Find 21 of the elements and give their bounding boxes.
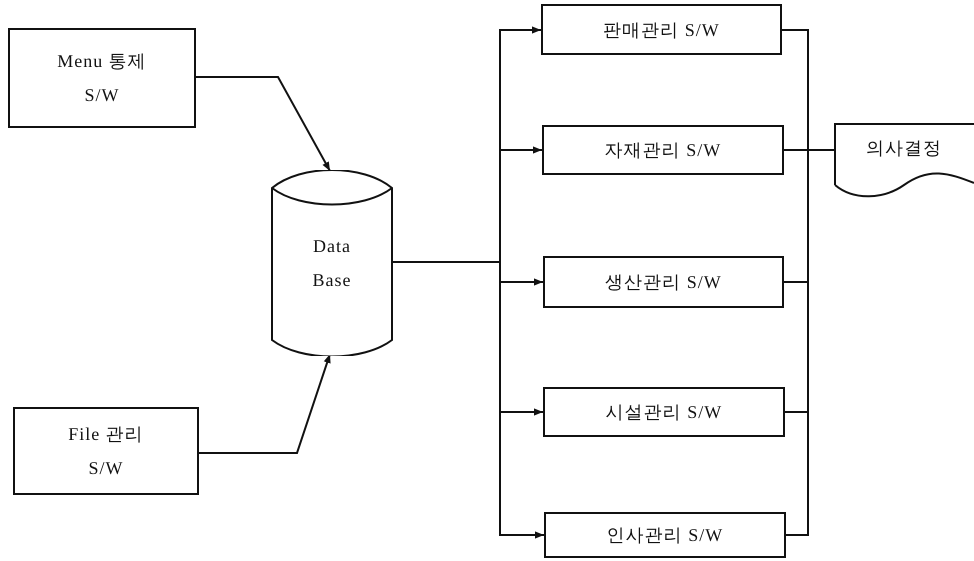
- box-label: Menu 통제 S/W: [56, 50, 148, 107]
- process-box: [543, 256, 784, 308]
- arrow: [196, 76, 331, 172]
- box-label: 시설관리 S/W: [604, 401, 724, 424]
- process-box: [13, 407, 199, 495]
- arrow: [199, 354, 331, 454]
- box-label: 생산관리 S/W: [604, 271, 723, 294]
- process-box: [544, 512, 786, 558]
- box-label: 자재관리 S/W: [604, 139, 722, 162]
- process-box: [541, 4, 782, 55]
- box-label: 인사관리 S/W: [606, 524, 724, 547]
- box-label: Data Base: [312, 235, 352, 292]
- box-label: File 관리 S/W: [67, 423, 145, 480]
- box-label: 판매관리 S/W: [602, 18, 721, 42]
- box-label: 의사결정: [865, 137, 943, 160]
- process-box: [543, 387, 785, 437]
- database-cylinder: [271, 170, 393, 356]
- process-box: [542, 125, 784, 175]
- document-shape: [834, 123, 974, 198]
- process-box: [8, 28, 196, 128]
- arrow: [393, 261, 544, 539]
